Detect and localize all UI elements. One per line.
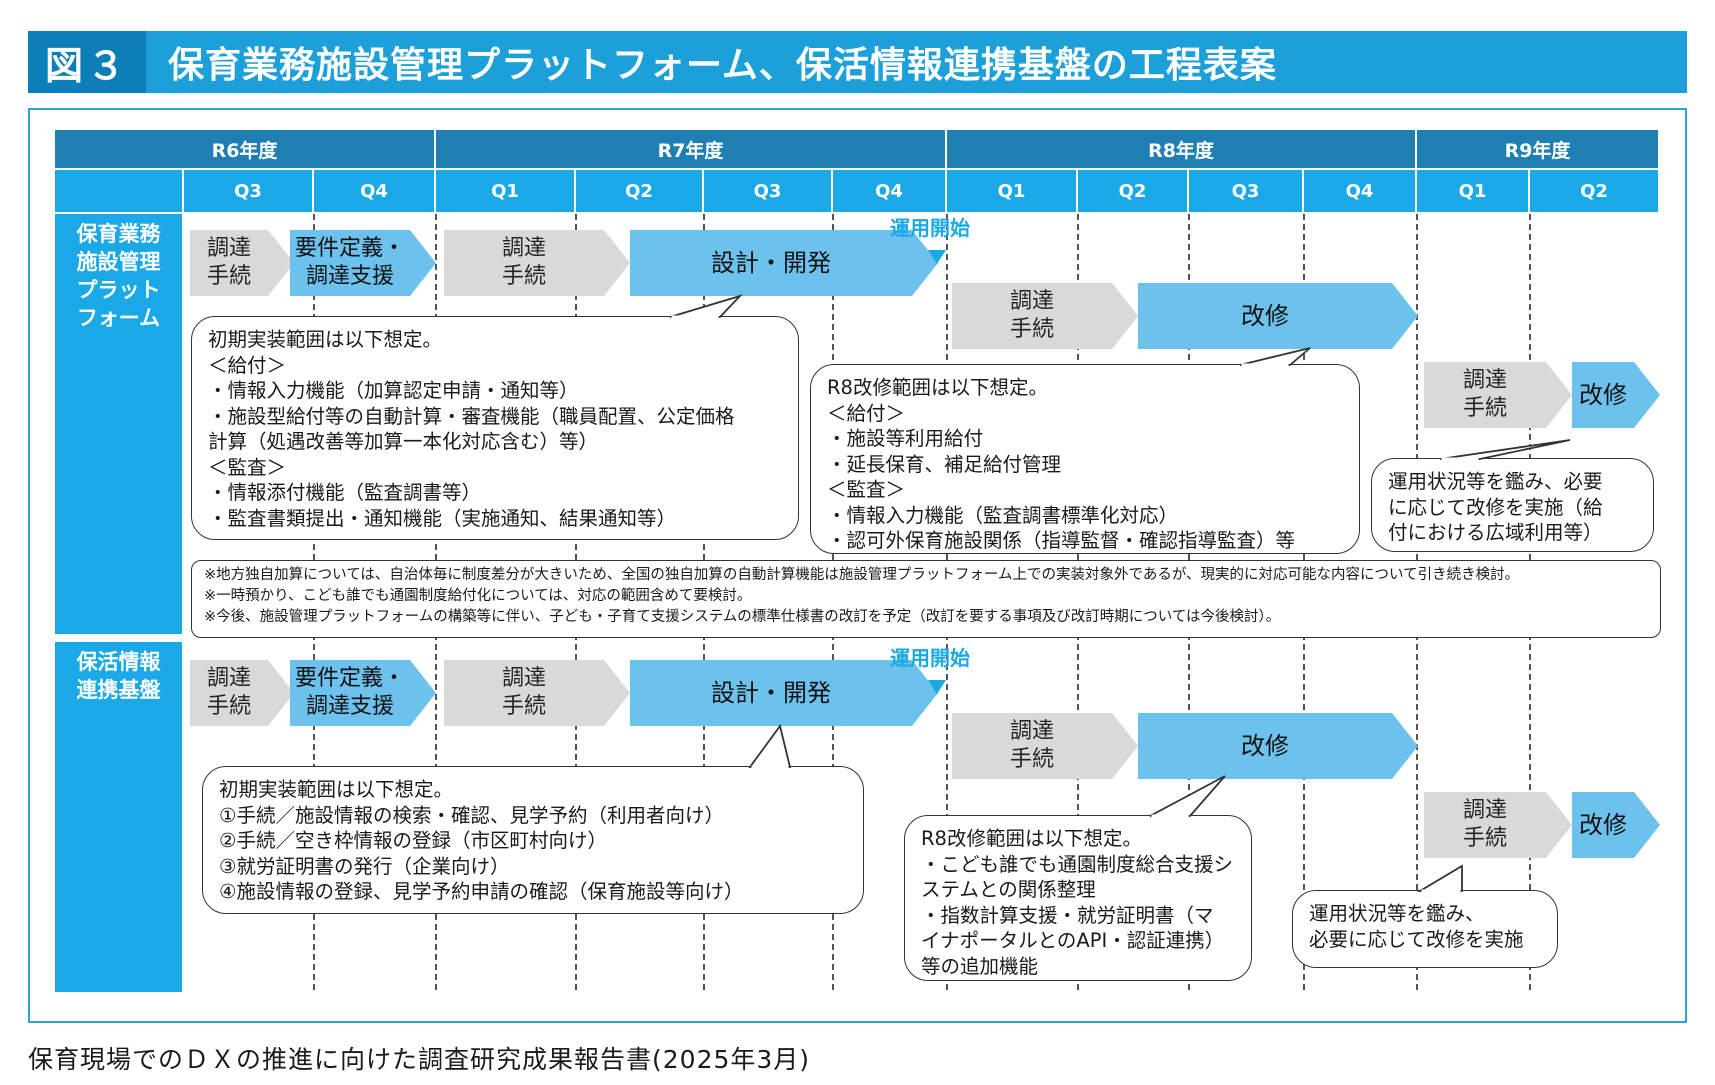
phase-arrow: 設計・開発 [630, 230, 938, 296]
title-bar: 図３ 保育業務施設管理プラットフォーム、保活情報連携基盤の工程表案 [28, 31, 1687, 93]
quarter-header: Q1 [947, 170, 1076, 212]
note-line: ※一時預かり、こども誰でも通園制度給付化については、対応の範囲含めて要検討。 [204, 588, 752, 604]
quarter-header: Q4 [1304, 170, 1415, 212]
scope-callout-platform-initial: 初期実装範囲は以下想定。 ＜給付＞ ・情報入力機能（加算認定申請・通知等） ・施… [191, 316, 799, 540]
phase-label: 要件定義・ 調達支援 [294, 236, 405, 289]
row-label-hokatsu: 保活情報 連携基盤 [55, 642, 182, 992]
row-label-platform: 保育業務 施設管理 プラット フォーム [55, 214, 182, 634]
milestone-label: 運用開始 [890, 646, 970, 670]
phase-arrow: 調達 手続 [444, 660, 630, 726]
milestone-marker [928, 680, 946, 694]
quarter-header: Q4 [833, 170, 945, 212]
schedule-frame [28, 108, 1687, 1023]
callout-tail-shape [1416, 864, 1463, 892]
year-header: R9年度 [1417, 130, 1658, 168]
phase-label: 設計・開発 [711, 249, 831, 277]
milestone-marker [928, 250, 946, 264]
note-line: ※地方独自加算については、自治体毎に制度差分が大きいため、全国の独自加算の自動計… [204, 567, 1520, 583]
year-header: R6年度 [55, 130, 434, 168]
phase-arrow: 調達 手続 [1424, 362, 1572, 428]
phase-label: 調達 手続 [1009, 289, 1054, 342]
phase-label: 調達 手続 [1009, 719, 1054, 772]
phase-label: 調達 手続 [206, 236, 251, 289]
figure-title: 保育業務施設管理プラットフォーム、保活情報連携基盤の工程表案 [168, 45, 1277, 86]
phase-arrow: 設計・開発 [630, 660, 938, 726]
quarter-header: Q2 [1530, 170, 1658, 212]
phase-label: 改修 [1579, 381, 1627, 409]
quarter-header: Q2 [1078, 170, 1187, 212]
year-header: R7年度 [436, 130, 945, 168]
phase-label: 調達 手続 [501, 666, 546, 719]
phase-label: 設計・開発 [711, 679, 831, 707]
phase-arrow: 調達 手続 [1424, 792, 1572, 858]
source-citation: 保育現場でのＤＸの推進に向けた調査研究成果報告書(2025年3月) [28, 1045, 811, 1074]
phase-label: 改修 [1241, 732, 1289, 760]
phase-arrow: 調達 手続 [444, 230, 630, 296]
notes-box: ※地方独自加算については、自治体毎に制度差分が大きいため、全国の独自加算の自動計… [191, 560, 1661, 638]
phase-label: 調達 手続 [1462, 798, 1507, 851]
phase-arrow: 調達 手続 [952, 283, 1138, 349]
quarter-header: Q3 [1189, 170, 1302, 212]
scope-callout-platform-r8: R8改修範囲は以下想定。 ＜給付＞ ・施設等利用給付 ・延長保育、補足給付管理 … [810, 364, 1360, 554]
phase-label: 調達 手続 [501, 236, 546, 289]
header-corner [55, 170, 182, 212]
quarter-header: Q3 [184, 170, 312, 212]
phase-arrow: 改修 [1138, 283, 1418, 349]
scope-callout-hokatsu-r8: R8改修範囲は以下想定。 ・こども誰でも通園制度総合支援シ ステムとの関係整理 … [904, 815, 1252, 981]
phase-label: 改修 [1241, 302, 1289, 330]
phase-label: 調達 手続 [206, 666, 251, 719]
quarter-header: Q3 [704, 170, 831, 212]
phase-label: 改修 [1579, 811, 1627, 839]
phase-arrow: 調達 手続 [190, 230, 294, 296]
year-header: R8年度 [947, 130, 1415, 168]
phase-arrow: 調達 手続 [190, 660, 294, 726]
scope-callout-hokatsu-initial: 初期実装範囲は以下想定。 ①手続／施設情報の検索・確認、見学予約（利用者向け） … [202, 766, 864, 914]
quarter-header: Q1 [436, 170, 574, 212]
phase-label: 調達 手続 [1462, 368, 1507, 421]
quarter-header: Q2 [576, 170, 702, 212]
phase-arrow: 要件定義・ 調達支援 [290, 230, 436, 296]
phase-label: 要件定義・ 調達支援 [294, 666, 405, 719]
phase-arrow: 調達 手続 [952, 713, 1138, 779]
figure-number: 図３ [28, 31, 146, 93]
quarter-header: Q4 [314, 170, 434, 212]
scope-callout-platform-r9: 運用状況等を鑑み、必要 に応じて改修を実施（給 付における広域利用等） [1371, 458, 1654, 552]
quarter-header: Q1 [1417, 170, 1528, 212]
milestone-label: 運用開始 [890, 216, 970, 240]
phase-arrow: 改修 [1138, 713, 1418, 779]
note-line: ※今後、施設管理プラットフォームの構築等に伴い、子ども・子育て支援システムの標準… [204, 609, 1281, 625]
phase-arrow: 要件定義・ 調達支援 [290, 660, 436, 726]
